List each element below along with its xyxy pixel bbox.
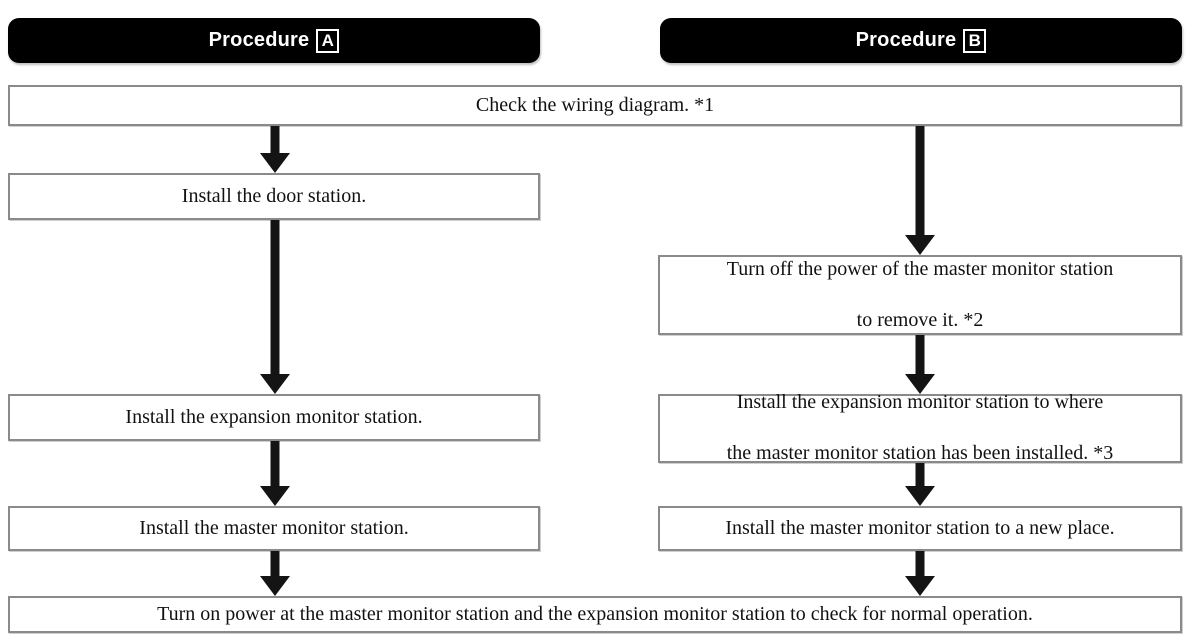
arrow-b2-to-b3 <box>905 463 935 506</box>
procedure-a-step-1-text: Install the door station. <box>181 184 367 207</box>
procedure-b-step-1-line-2: to remove it. *2 <box>856 308 984 331</box>
arrow-a-top-to-a1 <box>260 126 290 173</box>
arrow-a3-to-footer <box>260 551 290 596</box>
procedure-a-step-1: Install the door station. <box>8 173 540 220</box>
arrow-b-top-to-b1 <box>905 126 935 255</box>
procedure-b-badge: B <box>963 28 987 53</box>
procedure-a-header-label: Procedure <box>208 29 310 51</box>
procedure-b-step-3: Install the master monitor station to a … <box>658 506 1182 551</box>
shared-step-turn-on-power-text: Turn on power at the master monitor stat… <box>157 602 1033 625</box>
procedure-b-step-2-text: Install the expansion monitor station to… <box>668 390 1172 467</box>
procedure-a-step-3: Install the master monitor station. <box>8 506 540 551</box>
procedure-b-step-1-text: Turn off the power of the master monitor… <box>668 257 1172 334</box>
procedure-b-step-1-line-1: Turn off the power of the master monitor… <box>726 257 1114 280</box>
arrow-b1-to-b2 <box>905 335 935 394</box>
procedure-a-step-3-text: Install the master monitor station. <box>139 516 409 539</box>
procedure-a-header: Procedure A <box>8 18 540 63</box>
procedure-a-step-2: Install the expansion monitor station. <box>8 394 540 441</box>
procedure-b-step-2: Install the expansion monitor station to… <box>658 391 1182 464</box>
procedure-b-step-2-line-1: Install the expansion monitor station to… <box>736 391 1104 414</box>
shared-step-check-wiring-text: Check the wiring diagram. *1 <box>475 93 715 116</box>
procedure-b-step-2-line-2: the master monitor station has been inst… <box>726 442 1114 465</box>
procedure-b-step-1: Turn off the power of the master monitor… <box>658 255 1182 335</box>
shared-step-check-wiring: Check the wiring diagram. *1 <box>8 85 1182 126</box>
procedure-b-header: Procedure B <box>660 18 1182 63</box>
procedure-b-step-3-text: Install the master monitor station to a … <box>725 516 1115 539</box>
arrow-b3-to-footer <box>905 551 935 596</box>
arrow-a1-to-a2 <box>260 220 290 394</box>
arrow-a2-to-a3 <box>260 441 290 506</box>
procedure-b-header-label: Procedure <box>855 29 957 51</box>
procedure-a-badge: A <box>316 28 340 53</box>
procedure-a-step-2-text: Install the expansion monitor station. <box>125 405 423 428</box>
shared-step-turn-on-power: Turn on power at the master monitor stat… <box>8 596 1182 633</box>
